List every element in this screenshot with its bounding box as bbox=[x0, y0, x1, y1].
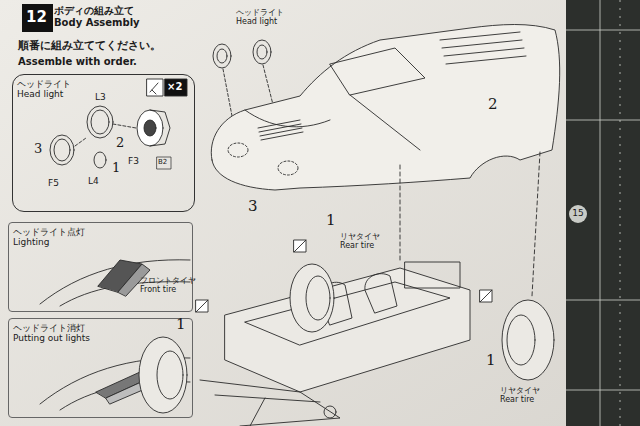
callout-number: 3 bbox=[34, 142, 42, 157]
headlight-parts bbox=[50, 79, 187, 169]
part-name: F3 bbox=[128, 156, 139, 166]
callout-number: 1 bbox=[112, 161, 120, 176]
lighting-inset: ヘッドライト点灯 Lighting bbox=[8, 222, 193, 312]
inset-heading: ヘッドライト点灯 Lighting bbox=[13, 227, 109, 248]
callout-number: 1 bbox=[176, 316, 186, 333]
cutting-mat bbox=[566, 0, 640, 426]
part-name: F5 bbox=[48, 178, 59, 188]
instruction-note: Assemble with order. bbox=[18, 56, 137, 68]
callout-number: 1 bbox=[486, 352, 496, 369]
callout-number: 1 bbox=[326, 212, 336, 229]
no-glue-icon bbox=[196, 240, 492, 312]
chassis bbox=[200, 262, 470, 426]
callout-number: 3 bbox=[248, 198, 258, 215]
part-label: ヘッドライト Head light bbox=[236, 8, 306, 26]
step-number-text: 12 bbox=[26, 9, 47, 26]
part-tree-mark: B2 bbox=[158, 158, 167, 166]
step-title: ボディの組み立て Body Assembly bbox=[54, 5, 158, 28]
quantity-mark: ×2 bbox=[167, 81, 182, 93]
tires bbox=[139, 264, 554, 413]
inset-heading: ヘッドライト Head light bbox=[17, 79, 87, 100]
car-body bbox=[211, 25, 559, 191]
part-name: L4 bbox=[88, 176, 99, 186]
inset-heading: ヘッドライト消灯 Putting out lights bbox=[13, 323, 109, 344]
instruction-note: 順番に組み立ててください。 bbox=[18, 40, 161, 53]
part-label: リヤタイヤ Rear tire bbox=[500, 386, 556, 404]
part-label: フロントタイヤ Front tire bbox=[140, 276, 210, 294]
lights-out-inset: ヘッドライト消灯 Putting out lights bbox=[8, 318, 193, 418]
part-label: リヤタイヤ Rear tire bbox=[340, 232, 396, 250]
ruler-number: 15 bbox=[569, 208, 587, 218]
callout-number: 2 bbox=[488, 96, 498, 113]
part-name: L3 bbox=[95, 92, 106, 102]
callout-number: 2 bbox=[116, 136, 124, 151]
step-number: 12 bbox=[22, 4, 53, 32]
